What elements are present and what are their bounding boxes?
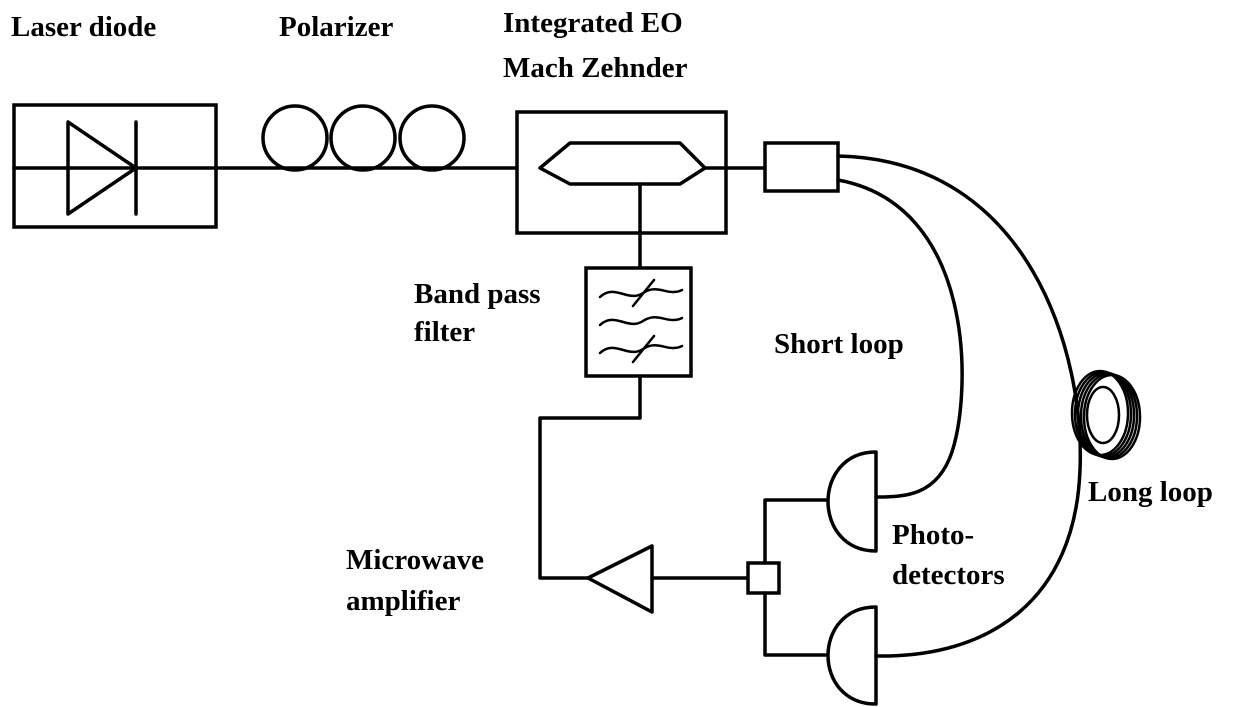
combiner-to-detector-1-wire: [763, 498, 828, 565]
polarizer: [261, 104, 466, 172]
photodetectors-label-line1: Photo-: [892, 519, 974, 551]
long-loop-fiber: [836, 154, 1083, 658]
polarizer-label: Polarizer: [279, 11, 393, 43]
band-pass-filter: [584, 266, 693, 378]
laser-diode: [12, 103, 218, 229]
amplifier-label-line2: amplifier: [346, 585, 460, 617]
long-loop-label: Long loop: [1088, 476, 1213, 508]
rf-combiner: [746, 561, 781, 595]
microwave-amplifier-icon: [586, 544, 654, 614]
photodetectors-label-line2: detectors: [892, 559, 1005, 591]
laser-diode-box: [12, 103, 218, 229]
short-loop-fiber: [836, 178, 964, 499]
fiber-coupler: [763, 141, 840, 193]
filter-slash-bottom-icon: [631, 334, 656, 364]
photodetector-2-icon: [826, 605, 878, 706]
diode-triangle-icon: [66, 120, 138, 216]
short-loop-label: Short loop: [774, 328, 904, 360]
band-pass-label-line2: filter: [414, 316, 475, 348]
laser-diode-label: Laser diode: [11, 11, 156, 43]
mach-zehnder-label-line1: Integrated EO: [503, 7, 683, 39]
mach-zehnder-label-line2: Mach Zehnder: [503, 52, 688, 84]
polarizer-loop-2-icon: [329, 104, 397, 172]
combiner-to-detector-2-wire: [763, 591, 828, 657]
filter-to-amplifier-wire: [538, 374, 642, 580]
fiber-spool-icon: [1070, 369, 1142, 461]
band-pass-label-line1: Band pass: [414, 278, 541, 310]
amplifier-label-line1: Microwave: [346, 544, 484, 576]
mach-zehnder-modulator: [515, 110, 728, 270]
photodetector-1-icon: [826, 450, 878, 553]
polarizer-loop-3-icon: [398, 104, 466, 172]
filter-slash-top-icon: [631, 278, 656, 308]
polarizer-loop-1-icon: [261, 104, 329, 172]
filter-wave-2-icon: [598, 316, 684, 327]
